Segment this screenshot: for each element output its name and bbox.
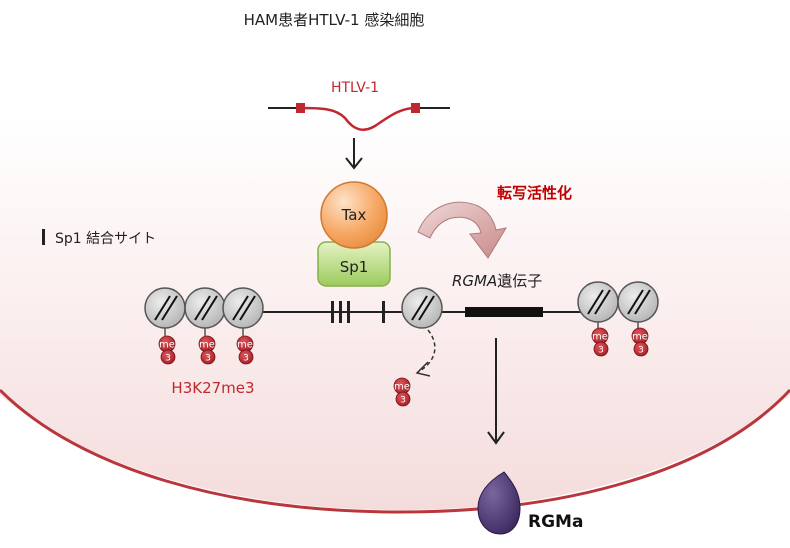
methyl-count-circle (200, 349, 216, 365)
tax-protein-label: Tax (341, 206, 367, 224)
cell-membrane (0, 388, 790, 514)
methyl-tags-right (597, 322, 639, 328)
nucleosome-center (401, 287, 443, 329)
sp1-binding-sites (331, 301, 385, 323)
arrow-gene-to-protein (487, 338, 505, 445)
methyl-tags-left (164, 328, 244, 336)
htlv1-genome-curve (299, 106, 417, 132)
rgma-gene-name: RGMA (452, 272, 497, 290)
ltr-5-marker (296, 103, 305, 113)
methyl-count-circle (395, 391, 411, 407)
me3-badge-left-2: me 3 (198, 335, 216, 365)
methyl-count-circle (593, 341, 609, 357)
activation-curved-arrow (417, 201, 508, 259)
me3-badge-left-3: me 3 (236, 335, 254, 365)
page-title: HAM患者HTLV-1 感染細胞 (244, 11, 425, 29)
methyl-3-text: 3 (638, 346, 644, 356)
sp1-site-legend-bar (42, 229, 45, 245)
rgma-protein-shape (477, 471, 521, 535)
demethylation-arrowhead (415, 361, 431, 377)
methyl-me-text: me (632, 332, 648, 343)
transcription-activation-label: 転写活性化 (497, 184, 572, 202)
me3-badge-left-1: me 3 (158, 335, 176, 365)
methyl-3-text: 3 (205, 354, 211, 364)
nucleosome-right-1 (577, 281, 619, 323)
methyl-me-text: me (394, 382, 410, 393)
methyl-me-text: me (159, 340, 175, 351)
h3k27me3-label: H3K27me3 (171, 379, 254, 397)
methyl-me-text: me (199, 340, 215, 351)
rgma-gene-box (465, 307, 543, 317)
methyl-3-text: 3 (165, 354, 171, 364)
me3-badge-released: me 3 (393, 377, 411, 407)
methyl-count-circle (238, 349, 254, 365)
methyl-me-text: me (237, 340, 253, 351)
sp1-protein-label: Sp1 (340, 258, 369, 276)
nucleosome-right-2 (617, 281, 659, 323)
htlv1-label: HTLV-1 (331, 80, 379, 96)
arrow-htlv-to-tax (345, 138, 363, 170)
me3-badge-right-2: me 3 (631, 327, 649, 357)
nucleosome-left-2 (184, 287, 226, 329)
methyl-3-text: 3 (400, 396, 406, 406)
methyl-3-text: 3 (243, 354, 249, 364)
methyl-3-text: 3 (598, 346, 604, 356)
demethylation-dashed-arrow (417, 329, 436, 373)
tax-protein-circle (320, 181, 388, 249)
nucleosome-left-1 (144, 287, 186, 329)
methyl-count-circle (633, 341, 649, 357)
methyl-count-circle (160, 349, 176, 365)
ltr-3-marker (411, 103, 420, 113)
nucleosome-left-3 (222, 287, 264, 329)
rgma-gene-label: RGMA遺伝子 (452, 272, 542, 290)
rgma-gene-suffix: 遺伝子 (497, 272, 542, 290)
methyl-me-text: me (592, 332, 608, 343)
me3-badge-right-1: me 3 (591, 327, 609, 357)
sp1-site-legend-label: Sp1 結合サイト (55, 231, 156, 247)
rgma-protein-label: RGMa (528, 512, 583, 532)
